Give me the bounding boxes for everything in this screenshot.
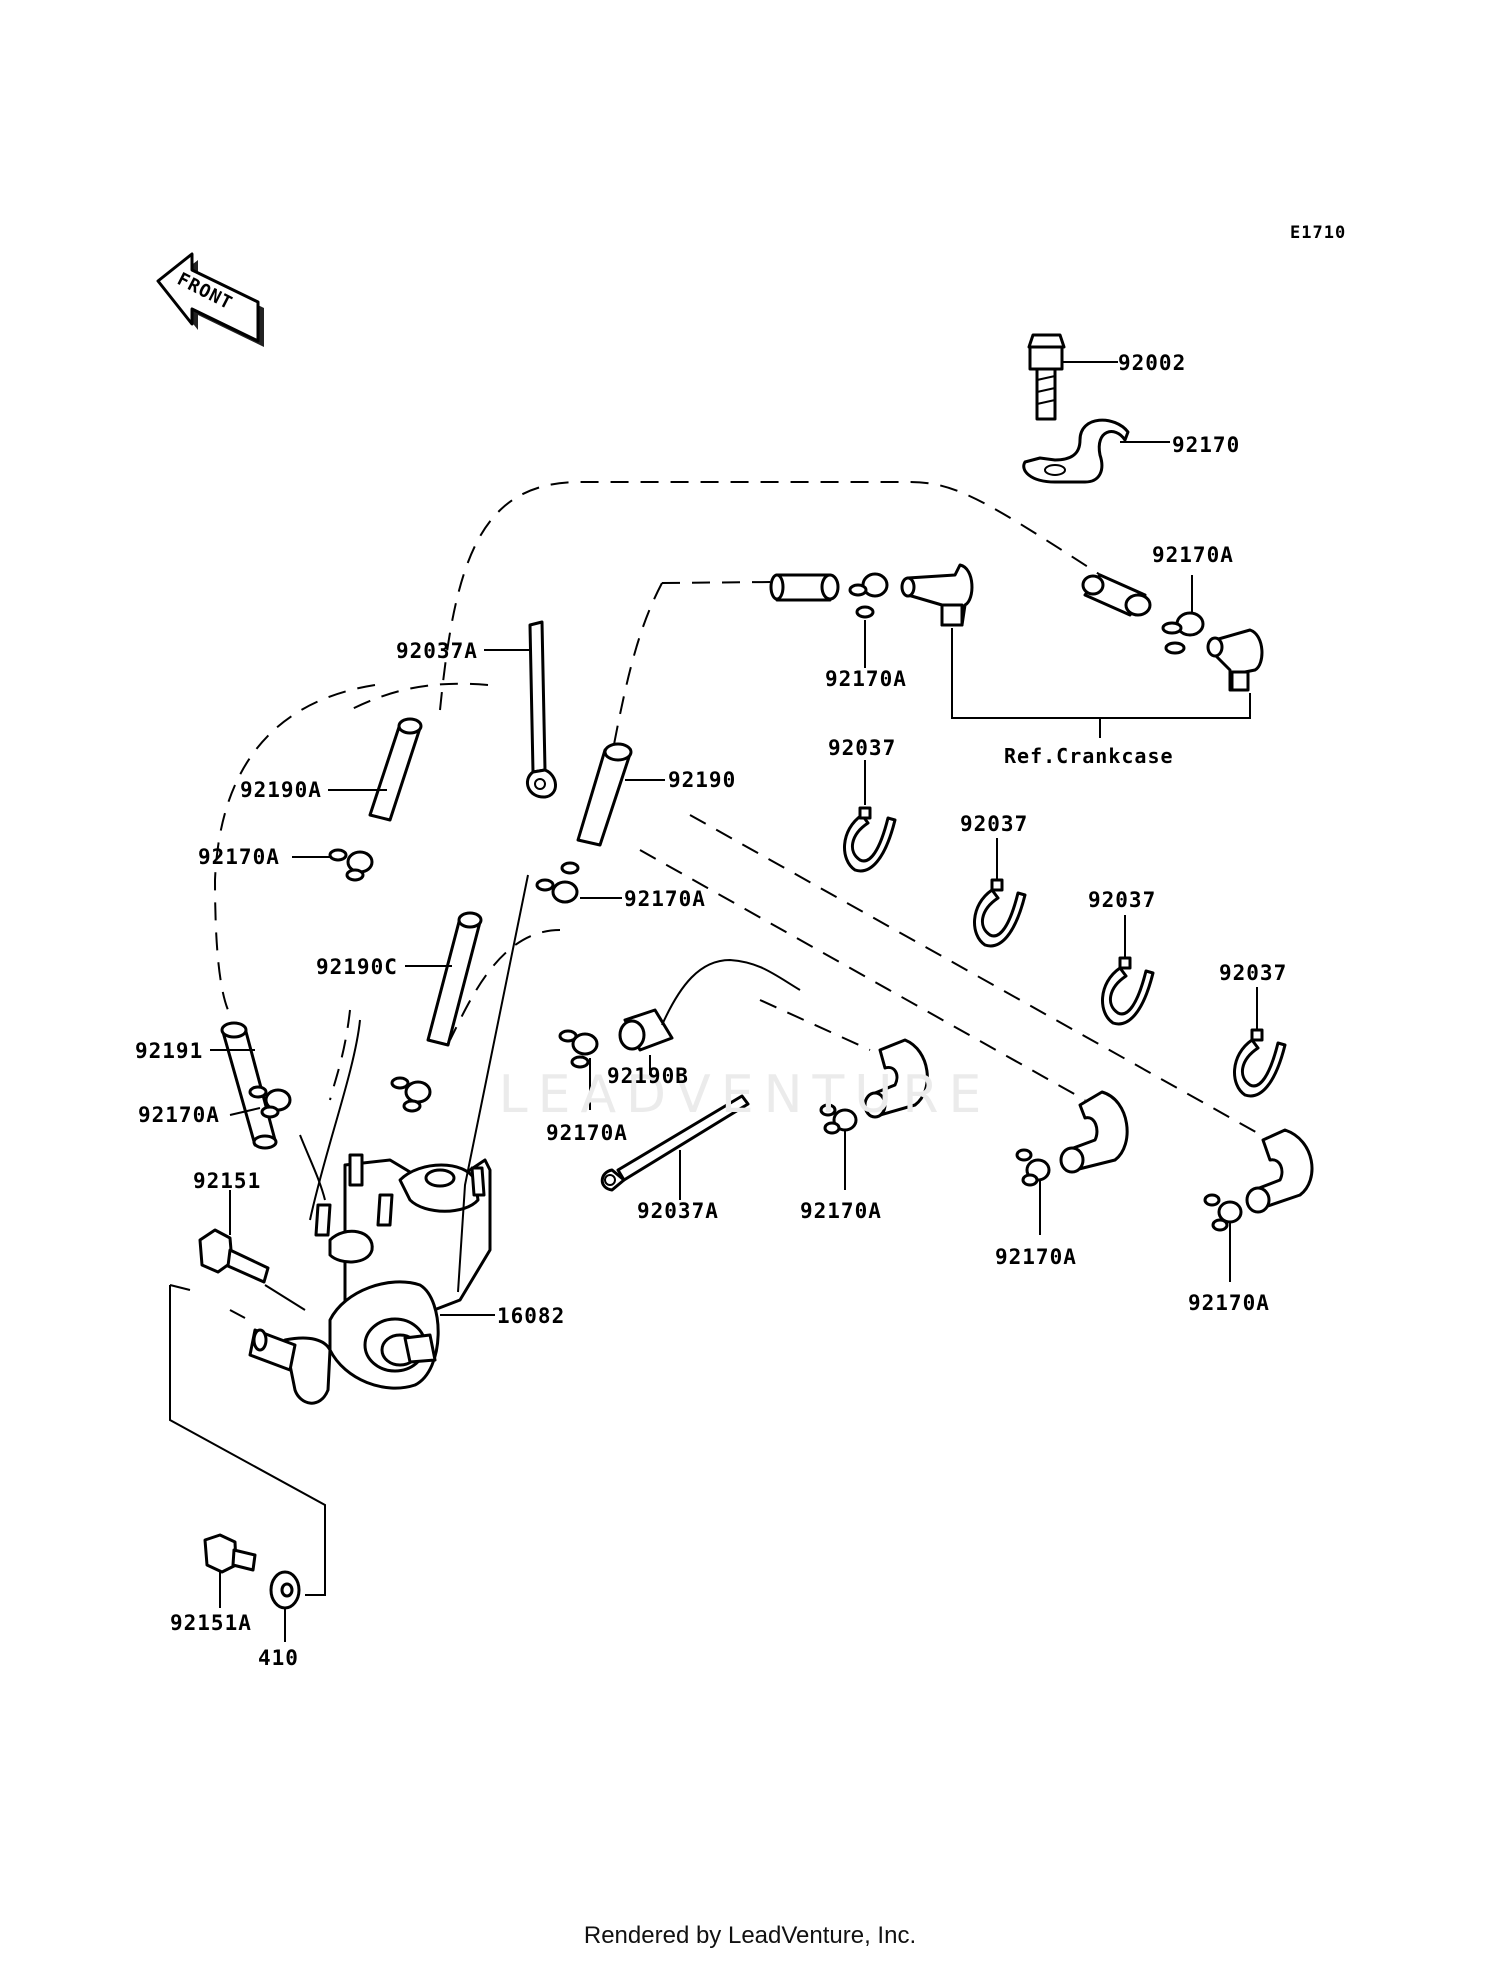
clip-92170A-center: [390, 1076, 432, 1113]
clip-92170A-left-1: [328, 848, 374, 882]
label-92190B: 92190B: [607, 1064, 689, 1088]
hose-routing-dashed-lines: [213, 481, 1271, 1141]
clip-92170A-bottom-2: [1015, 1148, 1051, 1187]
hose-92190B: [618, 958, 801, 1052]
label-92170A-bottom-2: 92170A: [995, 1245, 1077, 1269]
label-92191: 92191: [135, 1039, 203, 1063]
label-92037-4: 92037: [1219, 961, 1287, 985]
elbow-hose-1: [863, 1038, 929, 1119]
watermark-text: LEADVENTURE: [499, 1065, 992, 1125]
front-arrow-icon: FRONT: [156, 252, 264, 347]
label-92190: 92190: [668, 768, 736, 792]
hose-92190A: [368, 717, 423, 822]
strap-92037A-top: [525, 620, 557, 799]
label-92170A-left-2: 92170A: [138, 1103, 220, 1127]
label-92170A-mid: 92170A: [624, 887, 706, 911]
band-92037-3: [1101, 956, 1155, 1026]
oil-pump-16082: [248, 1153, 492, 1405]
clamp-92170: [1022, 418, 1130, 484]
hose-92190: [576, 742, 633, 847]
label-92170A-left-1: 92170A: [198, 845, 280, 869]
label-92037A-bottom: 92037A: [637, 1199, 719, 1223]
clip-92170A-top-right: [1161, 611, 1205, 655]
band-92037-4: [1233, 1028, 1287, 1098]
label-92037-3: 92037: [1088, 888, 1156, 912]
hose-92190C: [426, 911, 483, 1047]
label-92190A: 92190A: [240, 778, 322, 802]
label-92170A-bottom-3: 92170A: [1188, 1291, 1270, 1315]
fitting-crankcase-left: [900, 563, 974, 627]
clip-92170A-bottom-3: [1203, 1193, 1243, 1232]
hose-top-right: [1081, 573, 1152, 617]
clip-92170A-bottom-1: [819, 1103, 858, 1135]
elbow-hose-2: [1059, 1090, 1129, 1174]
label-92037-2: 92037: [960, 812, 1028, 836]
fitting-crankcase-right: [1206, 628, 1264, 692]
label-92170A-top: 92170A: [825, 667, 907, 691]
label-92037A-top: 92037A: [396, 639, 478, 663]
label-92151: 92151: [193, 1169, 261, 1193]
band-92037-2: [973, 878, 1027, 948]
washer-410: [269, 1570, 301, 1610]
reference-note: Ref.Crankcase: [1004, 744, 1174, 768]
elbow-hose-3: [1245, 1128, 1314, 1214]
label-92170A-center: 92170A: [546, 1121, 628, 1145]
label-92190C: 92190C: [316, 955, 398, 979]
label-16082: 16082: [497, 1304, 565, 1328]
footer-credit: Rendered by LeadVenture, Inc.: [583, 1922, 917, 1949]
clip-92170A-near-92190B: [558, 1029, 599, 1069]
screw-92151A: [203, 1533, 257, 1574]
clip-92170A-mid: [535, 861, 580, 904]
label-92037-1: 92037: [828, 736, 896, 760]
band-92037-1: [843, 806, 897, 873]
label-92170A-bottom-1: 92170A: [800, 1199, 882, 1223]
clip-92170A-left-2: [248, 1085, 292, 1119]
bolt-92002: [1027, 333, 1066, 421]
label-92002: 92002: [1118, 351, 1186, 375]
strap-92037A-bottom: [600, 1094, 750, 1192]
bolt-92151: [198, 1228, 270, 1284]
label-92170: 92170: [1172, 433, 1240, 457]
hose-92191: [220, 1021, 278, 1150]
label-92151A: 92151A: [170, 1611, 252, 1635]
label-92170A-top-right: 92170A: [1152, 543, 1234, 567]
hose-top-center: [769, 573, 840, 602]
clip-92170A-top: [848, 572, 889, 619]
label-410: 410: [258, 1646, 299, 1670]
diagram-code: E1710: [1290, 223, 1346, 243]
